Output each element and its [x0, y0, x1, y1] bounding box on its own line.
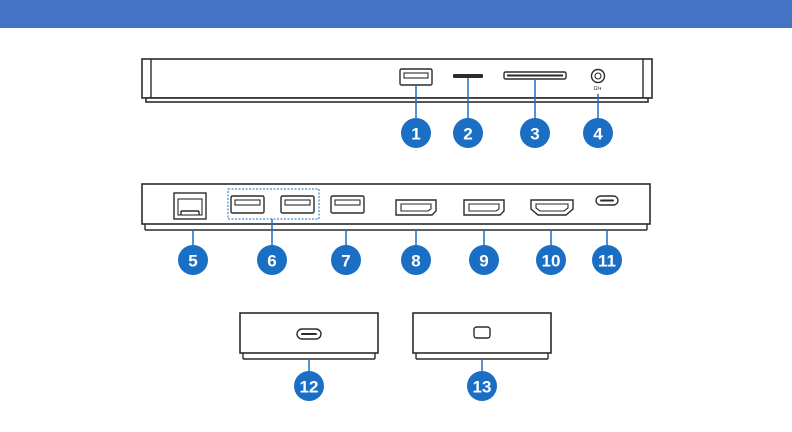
front-panel-foot — [146, 98, 648, 102]
usb-a-port-3 — [331, 196, 364, 213]
audio-jack-label: Ω/◐ — [594, 86, 604, 92]
usb-a-port — [400, 69, 432, 85]
callout-badge-12: 12 — [294, 371, 324, 401]
svg-text:5: 5 — [188, 252, 197, 271]
side-panel-left — [240, 313, 378, 359]
front-panel: Ω/◐ — [142, 59, 652, 102]
displayport-1 — [396, 200, 436, 215]
callout-badge-2: 2 — [453, 118, 483, 148]
security-lock-slot — [474, 327, 490, 338]
callout-badge-3: 3 — [520, 118, 550, 148]
callout-badge-6: 6 — [257, 245, 287, 275]
callout-badge-11: 11 — [592, 245, 622, 275]
svg-text:1: 1 — [411, 125, 420, 144]
displayport-2 — [464, 200, 504, 215]
callout-badge-1: 1 — [401, 118, 431, 148]
hdmi-port — [531, 200, 573, 215]
front-panel-body — [142, 59, 652, 98]
svg-text:4: 4 — [593, 125, 603, 144]
svg-text:8: 8 — [411, 252, 420, 271]
callout-badge-10: 10 — [536, 245, 566, 275]
callout-badge-9: 9 — [469, 245, 499, 275]
callout-badge-8: 8 — [401, 245, 431, 275]
usb-a-port-2 — [281, 196, 314, 213]
callout-badge-5: 5 — [178, 245, 208, 275]
svg-text:2: 2 — [463, 125, 472, 144]
svg-text:6: 6 — [267, 252, 276, 271]
svg-text:13: 13 — [473, 378, 492, 397]
microsd-slot — [453, 74, 483, 78]
usb-a-port-1 — [231, 196, 264, 213]
ethernet-port — [174, 193, 206, 219]
callout-badge-7: 7 — [331, 245, 361, 275]
rear-panel — [142, 184, 650, 230]
callout-badge-4: 4 — [583, 118, 613, 148]
svg-text:10: 10 — [542, 252, 561, 271]
svg-text:9: 9 — [479, 252, 488, 271]
usb-c-port-rear — [596, 196, 618, 205]
svg-text:12: 12 — [300, 378, 319, 397]
usb-c-port-side — [297, 329, 321, 339]
svg-text:3: 3 — [530, 125, 539, 144]
svg-text:11: 11 — [598, 252, 616, 271]
svg-text:7: 7 — [341, 252, 350, 271]
callout-badge-13: 13 — [467, 371, 497, 401]
side-panel-right — [413, 313, 551, 359]
sd-card-slot — [504, 72, 566, 79]
